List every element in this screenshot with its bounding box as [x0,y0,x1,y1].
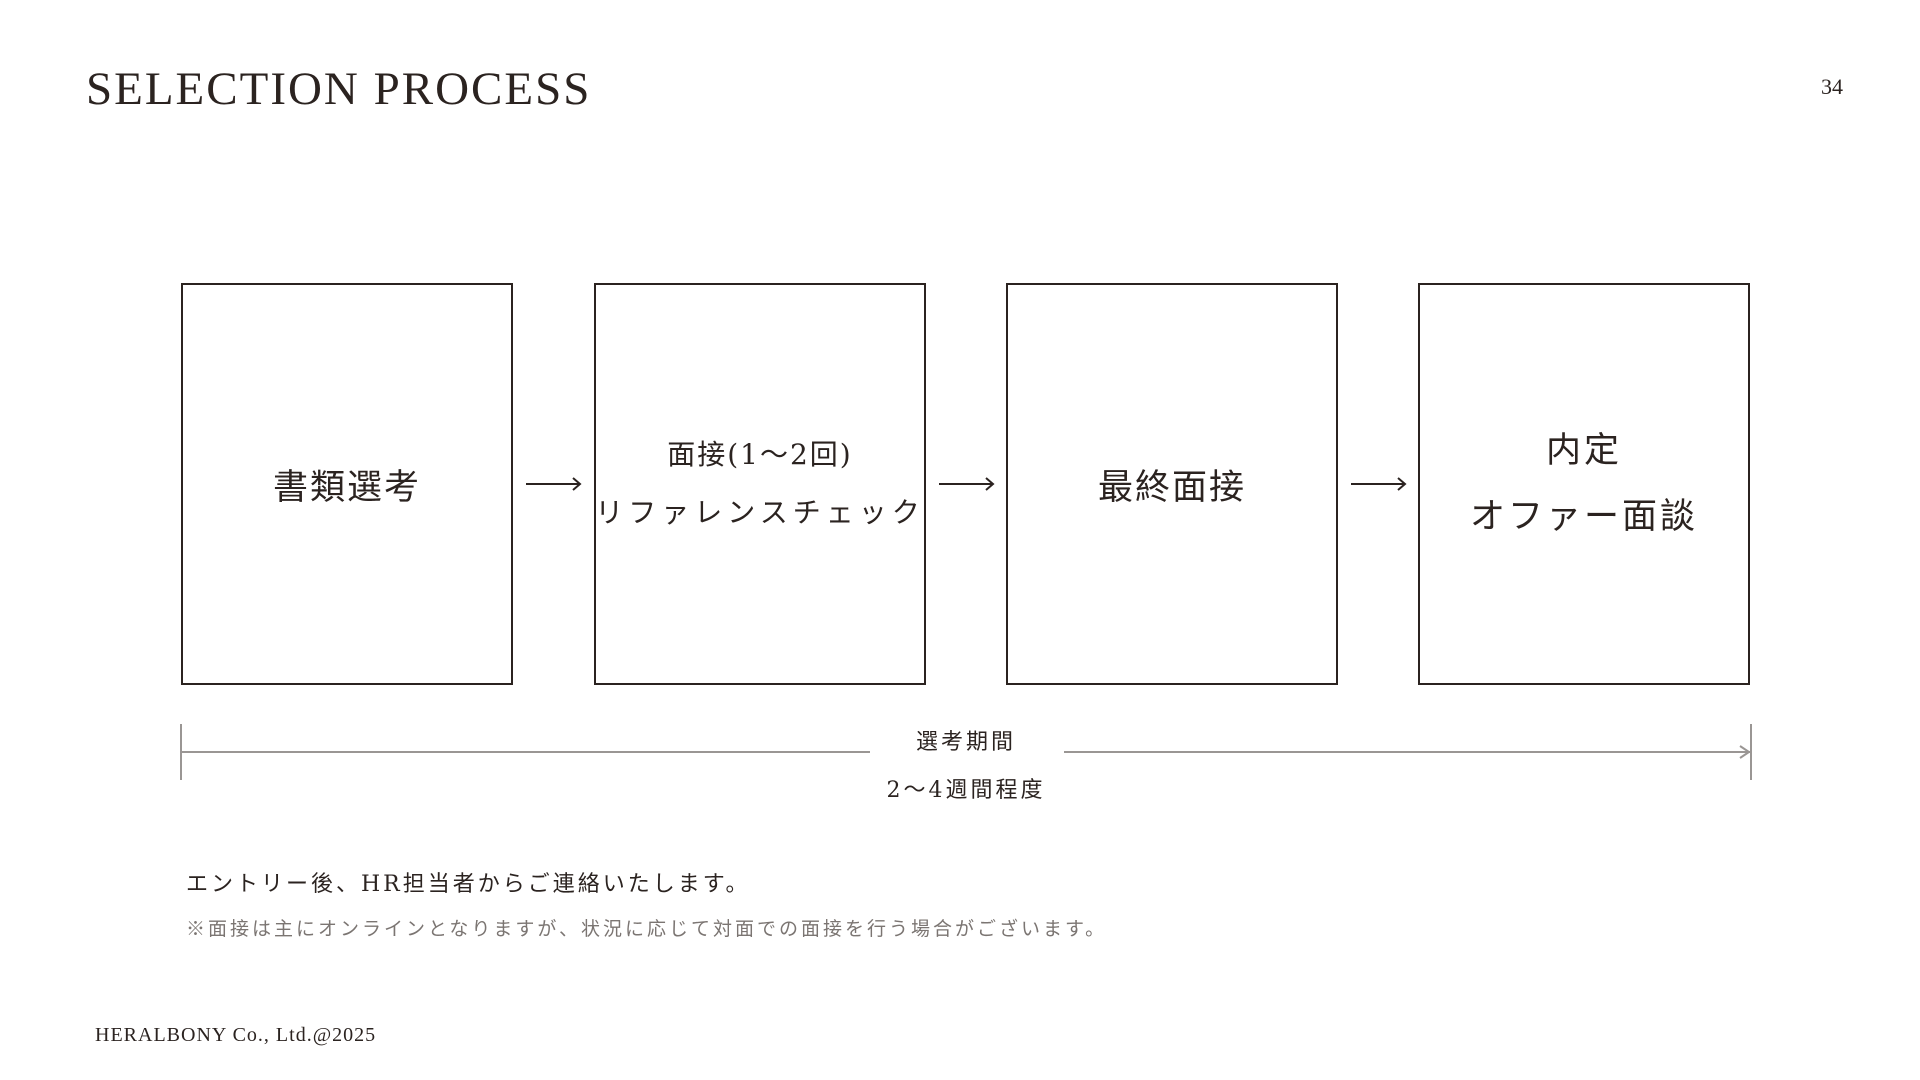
step-box-interview-reference: 面接(1〜2回) リファレンスチェック [594,283,926,685]
page-number: 34 [1821,74,1843,99]
right-arrow-icon [1351,477,1407,491]
step-box-document-screening: 書類選考 [181,283,513,685]
entry-contact-note: エントリー後、HR担当者からご連絡いたします。 [186,872,751,897]
right-arrow-icon [939,477,995,491]
page-title: SELECTION PROCESS [86,63,592,115]
timeline-duration: 2〜4週間程度 [886,778,1046,803]
selection-period-timeline: 選考期間 2〜4週間程度 [180,724,1752,803]
interview-format-note: ※面接は主にオンラインとなりますが、状況に応じて対面での面接を行う場合がございま… [186,918,1108,940]
step-label: リファレンスチェック [595,496,925,529]
step-label: 書類選考 [272,467,421,508]
step-label: 面接(1〜2回) [667,438,853,471]
timeline-label: 選考期間 [915,730,1016,755]
step-box-offer: 内定 オファー面談 [1418,283,1750,685]
right-arrow-icon [526,477,582,491]
footer-copyright: HERALBONY Co., Ltd.@2025 [95,1024,377,1046]
right-arrowhead-icon [1739,745,1751,759]
step-label: オファー面談 [1469,497,1698,537]
step-label: 最終面接 [1097,467,1246,508]
step-box-final-interview: 最終面接 [1006,283,1338,685]
timeline-line [180,724,1752,780]
step-label: 内定 [1545,431,1622,471]
